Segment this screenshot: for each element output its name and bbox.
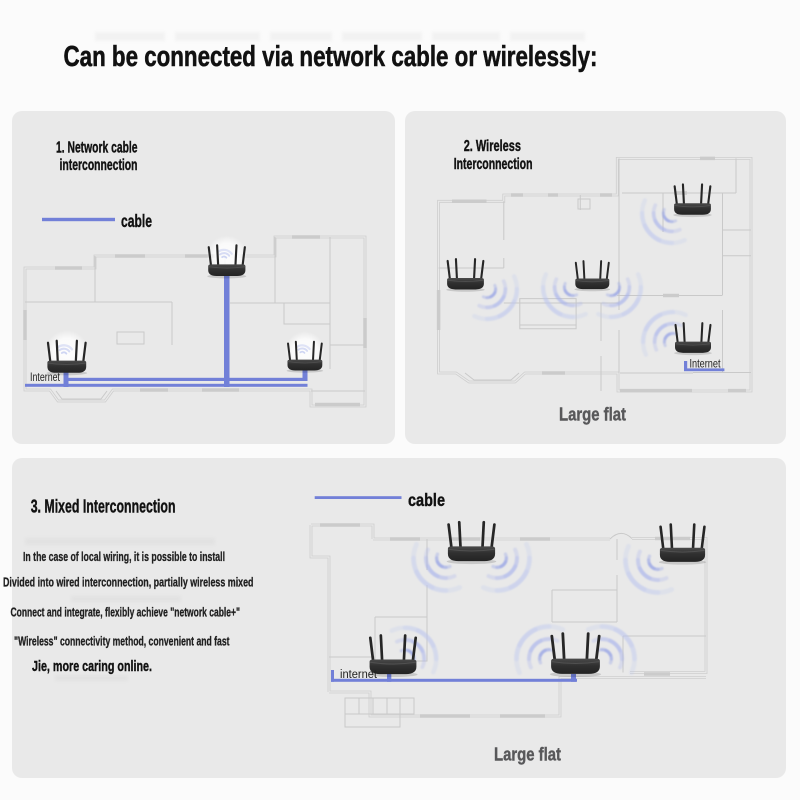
svg-text:2. Wireless: 2. Wireless	[464, 138, 521, 155]
svg-text:Connect and integrate, flexibl: Connect and integrate, flexibly achieve …	[11, 606, 241, 620]
svg-text:Can be connected via network c: Can be connected via network cable or wi…	[64, 41, 598, 73]
svg-text:Large flat: Large flat	[559, 405, 626, 425]
svg-text:internet: internet	[340, 669, 378, 681]
svg-text:cable: cable	[121, 211, 152, 231]
svg-text:3. Mixed Interconnection: 3. Mixed Interconnection	[31, 497, 176, 517]
svg-text:Divided into wired interconnec: Divided into wired interconnection, part…	[3, 576, 254, 590]
svg-text:1. Network cable: 1. Network cable	[56, 140, 138, 157]
svg-text:"Wireless" connectivity method: "Wireless" connectivity method, convenie…	[14, 635, 230, 649]
svg-text:Internet: Internet	[690, 358, 722, 370]
svg-text:Interconnection: Interconnection	[454, 156, 533, 173]
svg-text:Internet: Internet	[30, 372, 61, 384]
svg-text:interconnection: interconnection	[60, 157, 138, 174]
svg-text:Large flat: Large flat	[494, 745, 561, 765]
svg-text:In the case of local wiring, i: In the case of local wiring, it is possi…	[23, 550, 225, 564]
svg-text:Jie, more caring online.: Jie, more caring online.	[32, 658, 152, 675]
svg-text:cable: cable	[408, 490, 445, 510]
